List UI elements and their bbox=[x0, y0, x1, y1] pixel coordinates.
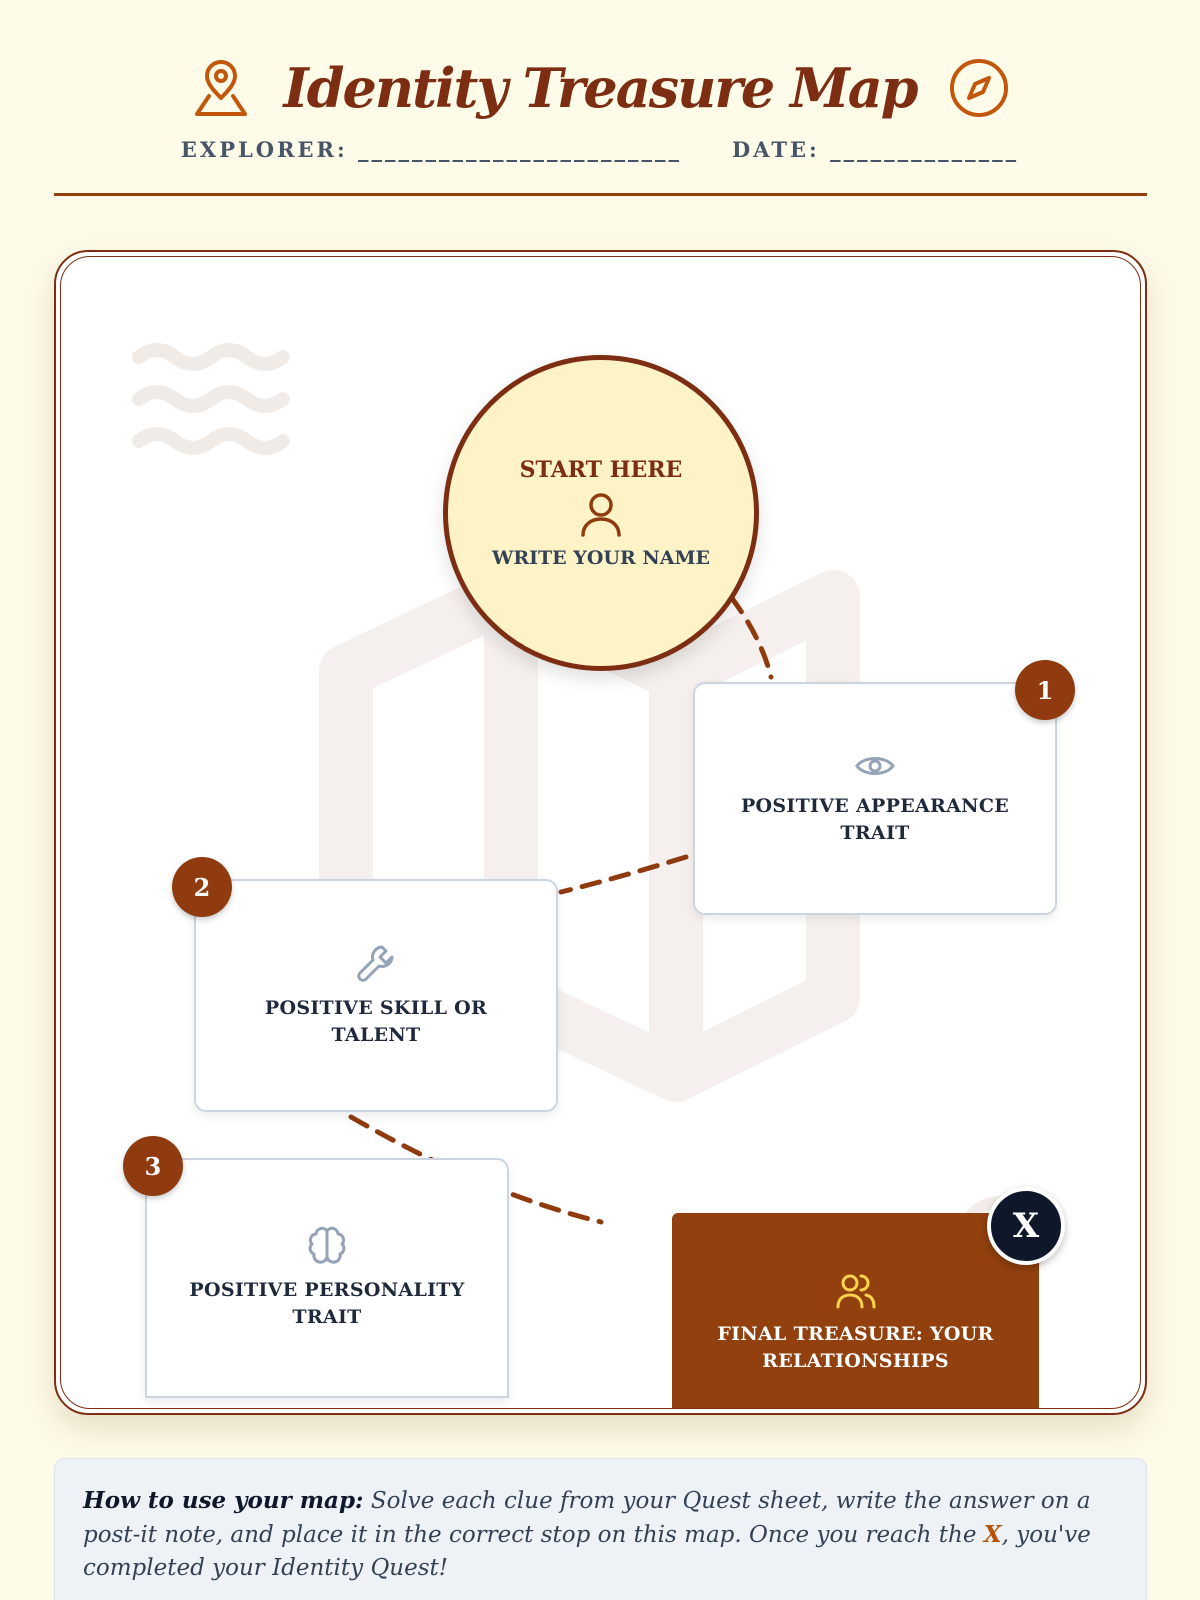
explorer-date-row: EXPLORER: ________________________ DATE:… bbox=[0, 137, 1200, 162]
map-pin-icon bbox=[189, 56, 253, 120]
stop-label: POSITIVE SKILL OR TALENT bbox=[264, 996, 488, 1046]
x-marker: X bbox=[987, 1187, 1065, 1265]
user-icon bbox=[578, 491, 624, 537]
stop-number-badge: 3 bbox=[123, 1136, 183, 1196]
x-marker-inline: X bbox=[983, 1521, 1002, 1548]
compass-icon bbox=[947, 56, 1011, 120]
title-row: Identity Treasure Map bbox=[0, 48, 1200, 128]
header: Identity Treasure Map EXPLORER: ________… bbox=[0, 0, 1200, 200]
instructions-text-end: , you've completed your Identity Quest! bbox=[83, 1522, 1091, 1581]
stop-appearance-trait[interactable]: POSITIVE APPEARANCE TRAIT bbox=[693, 682, 1057, 915]
start-subtitle: WRITE YOUR NAME bbox=[492, 547, 710, 569]
date-field: DATE: ______________ bbox=[732, 137, 1020, 162]
brain-icon bbox=[307, 1225, 347, 1265]
stop-skill-talent[interactable]: POSITIVE SKILL OR TALENT bbox=[194, 879, 558, 1112]
eye-icon bbox=[855, 751, 895, 781]
trail-path bbox=[348, 594, 774, 1225]
instructions-box: How to use your map: Solve each clue fro… bbox=[54, 1458, 1147, 1600]
start-stop[interactable]: START HERE WRITE YOUR NAME bbox=[443, 355, 759, 671]
final-treasure-stop[interactable]: FINAL TREASURE: YOUR RELATIONSHIPS bbox=[672, 1213, 1039, 1408]
instructions-text: Solve each clue from your Quest sheet, w… bbox=[83, 1488, 1091, 1548]
stop-label: POSITIVE PERSONALITY TRAIT bbox=[189, 1279, 465, 1328]
wrench-icon bbox=[356, 943, 396, 983]
stop-label: POSITIVE APPEARANCE TRAIT bbox=[740, 794, 1010, 844]
header-divider bbox=[54, 193, 1147, 196]
stop-number-badge: 2 bbox=[172, 857, 232, 917]
users-icon bbox=[836, 1273, 876, 1309]
explorer-field: EXPLORER: ________________________ bbox=[180, 137, 683, 162]
start-title: START HERE bbox=[519, 457, 683, 483]
instructions-lead: How to use your map: bbox=[83, 1487, 364, 1514]
treasure-map: START HERE WRITE YOUR NAME POSITIVE APPE… bbox=[54, 250, 1147, 1415]
stop-personality-trait[interactable]: POSITIVE PERSONALITY TRAIT bbox=[145, 1158, 509, 1398]
waves-icon bbox=[132, 343, 290, 455]
final-treasure-label: FINAL TREASURE: YOUR RELATIONSHIPS bbox=[717, 1323, 994, 1372]
page-title: Identity Treasure Map bbox=[283, 56, 918, 120]
map-canvas: START HERE WRITE YOUR NAME POSITIVE APPE… bbox=[60, 256, 1141, 1409]
stop-number-badge: 1 bbox=[1015, 660, 1075, 720]
